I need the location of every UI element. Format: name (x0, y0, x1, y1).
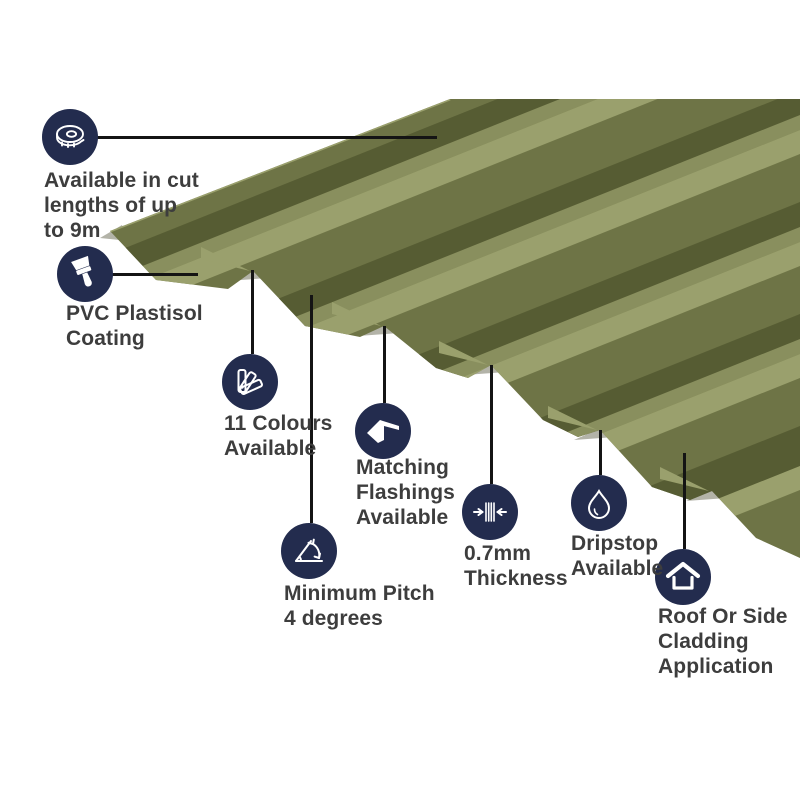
tape-measure-icon (42, 109, 98, 165)
label-flashings: Matching Flashings Available (356, 455, 455, 530)
paint-brush-icon (57, 246, 113, 302)
label-line: Cladding (658, 630, 749, 653)
label-line: 4 degrees (284, 607, 383, 630)
label-line: 11 Colours (224, 412, 333, 435)
colour-fan-icon (222, 354, 278, 410)
label-line: Available in cut (44, 169, 199, 192)
connector-cut-lengths (96, 135, 437, 139)
label-cut-lengths: Available in cut lengths of up to 9m (44, 168, 199, 243)
label-line: Coating (66, 327, 145, 350)
flashing-icon (355, 403, 411, 459)
label-pitch: Minimum Pitch 4 degrees (284, 581, 435, 631)
pitch-angle-icon (281, 523, 337, 579)
icon-circle (222, 354, 278, 410)
label-line: Available (224, 437, 317, 460)
dripstop-icon (571, 475, 627, 531)
label-colours: 11 Colours Available (224, 411, 332, 461)
label-line: Matching (356, 456, 449, 479)
label-line: Flashings (356, 481, 455, 504)
house-icon (655, 549, 711, 605)
icon-circle (571, 475, 627, 531)
thickness-icon (462, 484, 518, 540)
sheet-edge-highlights (201, 247, 709, 491)
icon-circle (462, 484, 518, 540)
label-line: Available (356, 506, 449, 529)
connector-pitch (309, 295, 313, 523)
label-line: Roof Or Side (658, 605, 788, 628)
label-line: Application (658, 655, 774, 678)
label-coating: PVC Plastisol Coating (66, 301, 203, 351)
connector-colours (250, 270, 254, 354)
label-line: lengths of up (44, 194, 178, 217)
connector-application (682, 453, 686, 549)
label-application: Roof Or Side Cladding Application (658, 604, 788, 679)
label-line: Dripstop (571, 532, 659, 555)
label-dripstop: Dripstop Available (571, 531, 663, 581)
label-line: Thickness (464, 567, 568, 590)
icon-circle (281, 523, 337, 579)
label-line: 0.7mm (464, 542, 532, 565)
icon-circle (655, 549, 711, 605)
connector-coating (112, 272, 198, 276)
label-line: Available (571, 557, 664, 580)
connector-flashings (382, 326, 386, 403)
label-thickness: 0.7mm Thickness (464, 541, 568, 591)
connector-dripstop (598, 430, 602, 475)
connector-thickness (489, 365, 493, 484)
label-line: PVC Plastisol (66, 302, 203, 325)
label-line: Minimum Pitch (284, 582, 435, 605)
label-line: to 9m (44, 219, 101, 242)
